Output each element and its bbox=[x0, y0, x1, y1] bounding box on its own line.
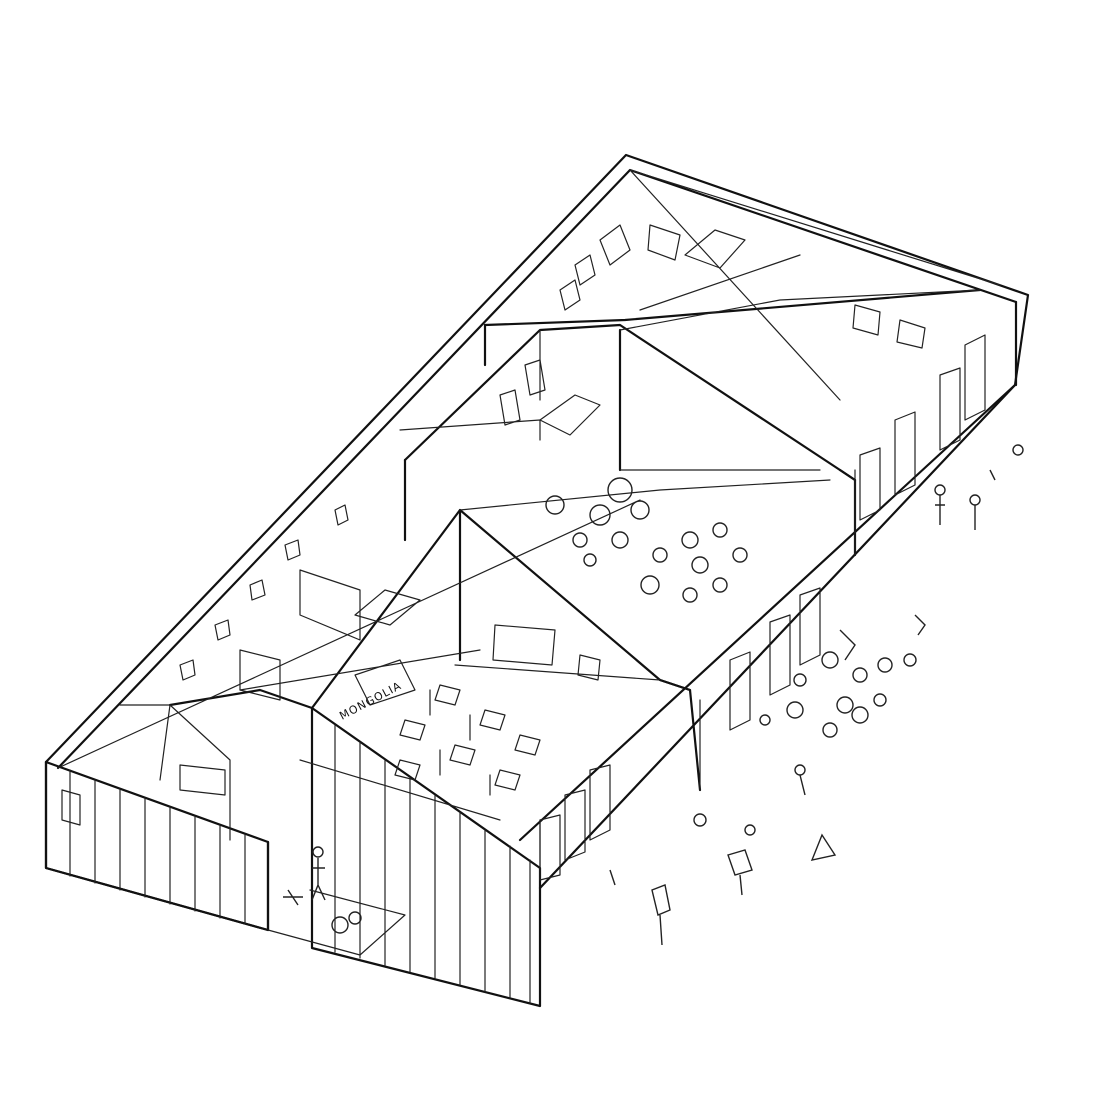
roof-frames bbox=[403, 288, 982, 792]
classroom-desks bbox=[354, 659, 541, 796]
roof-openings bbox=[354, 229, 746, 626]
people-figures bbox=[283, 444, 1024, 934]
hall-figures bbox=[545, 477, 748, 603]
map-label: MONGOLIA bbox=[337, 679, 404, 723]
interior-walls bbox=[119, 289, 981, 841]
site-boundary-wall bbox=[44, 153, 1030, 932]
side-wall bbox=[518, 334, 1017, 881]
entrance-ground bbox=[267, 889, 406, 956]
tree-icons bbox=[651, 833, 837, 946]
wall-frames bbox=[61, 224, 926, 826]
projection-lines bbox=[57, 169, 1001, 821]
front-facade bbox=[44, 508, 692, 1008]
